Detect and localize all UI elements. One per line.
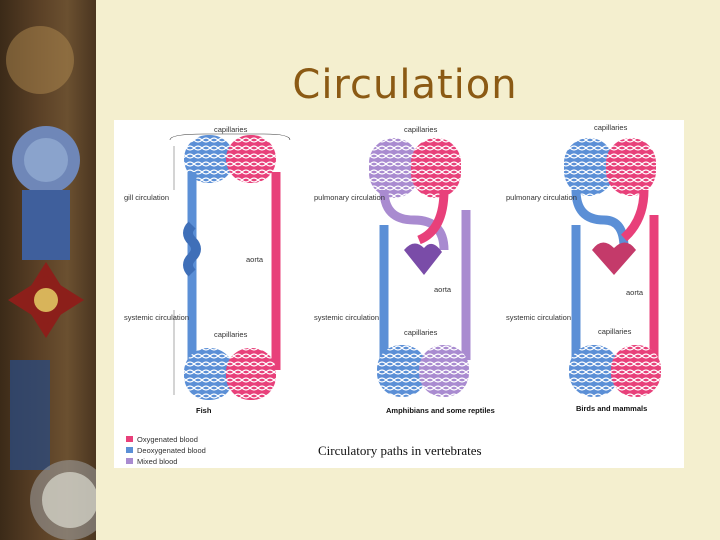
label-capillaries-amphibian-systemic: capillaries [404, 328, 438, 337]
legend-label-deoxygenated: Deoxygenated blood [137, 446, 206, 455]
label-aorta-mammal: aorta [626, 288, 644, 297]
legend-swatch-mixed [126, 458, 133, 464]
legend: Oxygenated blood Deoxygenated blood Mixe… [126, 435, 206, 466]
panel-caption-amphibians: Amphibians and some reptiles [386, 406, 495, 415]
systemic-capillary-net-mixed [419, 345, 469, 397]
label-pulmonary-circulation-mammal: pulmonary circulation [506, 193, 577, 202]
legend-swatch-deoxygenated [126, 447, 133, 453]
fish-panel [170, 134, 290, 400]
pulmonary-capillary-net-oxygenated [411, 138, 461, 198]
label-capillaries-mammal-systemic: capillaries [598, 327, 632, 336]
medal-illustration [0, 0, 96, 540]
label-capillaries-amphibian: capillaries [404, 125, 438, 134]
label-systemic-circulation-mammal: systemic circulation [506, 313, 571, 322]
diagram-caption: Circulatory paths in vertebrates [318, 443, 482, 458]
systemic-capillary-net-oxygenated [226, 348, 276, 400]
pulmonary-capillary-net-oxygenated [606, 138, 656, 196]
gill-capillary-net-oxygenated [226, 135, 276, 183]
four-chamber-heart [592, 242, 636, 275]
amphibian-heart [404, 243, 442, 275]
label-aorta-fish: aorta [246, 255, 264, 264]
decorative-medal-strip [0, 0, 96, 540]
label-capillaries-fish: capillaries [214, 125, 248, 134]
mammal-panel [564, 138, 661, 397]
label-capillaries-fish-systemic: capillaries [214, 330, 248, 339]
legend-label-oxygenated: Oxygenated blood [137, 435, 198, 444]
systemic-capillary-net-oxygenated [611, 345, 661, 397]
amphibian-panel [369, 138, 469, 397]
label-systemic-circulation-fish: systemic circulation [124, 313, 189, 322]
label-systemic-circulation-amphibian: systemic circulation [314, 313, 379, 322]
circulation-diagram: capillaries gill circulation aorta syste… [114, 120, 684, 468]
label-gill-circulation: gill circulation [124, 193, 169, 202]
diagram-svg: capillaries gill circulation aorta syste… [114, 120, 684, 468]
legend-swatch-oxygenated [126, 436, 133, 442]
label-capillaries-mammal: capillaries [594, 123, 628, 132]
label-aorta-amphibian: aorta [434, 285, 452, 294]
legend-label-mixed: Mixed blood [137, 457, 177, 466]
slide-title: Circulation [240, 62, 570, 108]
panel-caption-fish: Fish [196, 406, 212, 415]
label-pulmonary-circulation-amphibian: pulmonary circulation [314, 193, 385, 202]
panel-caption-birds-mammals: Birds and mammals [576, 404, 647, 413]
